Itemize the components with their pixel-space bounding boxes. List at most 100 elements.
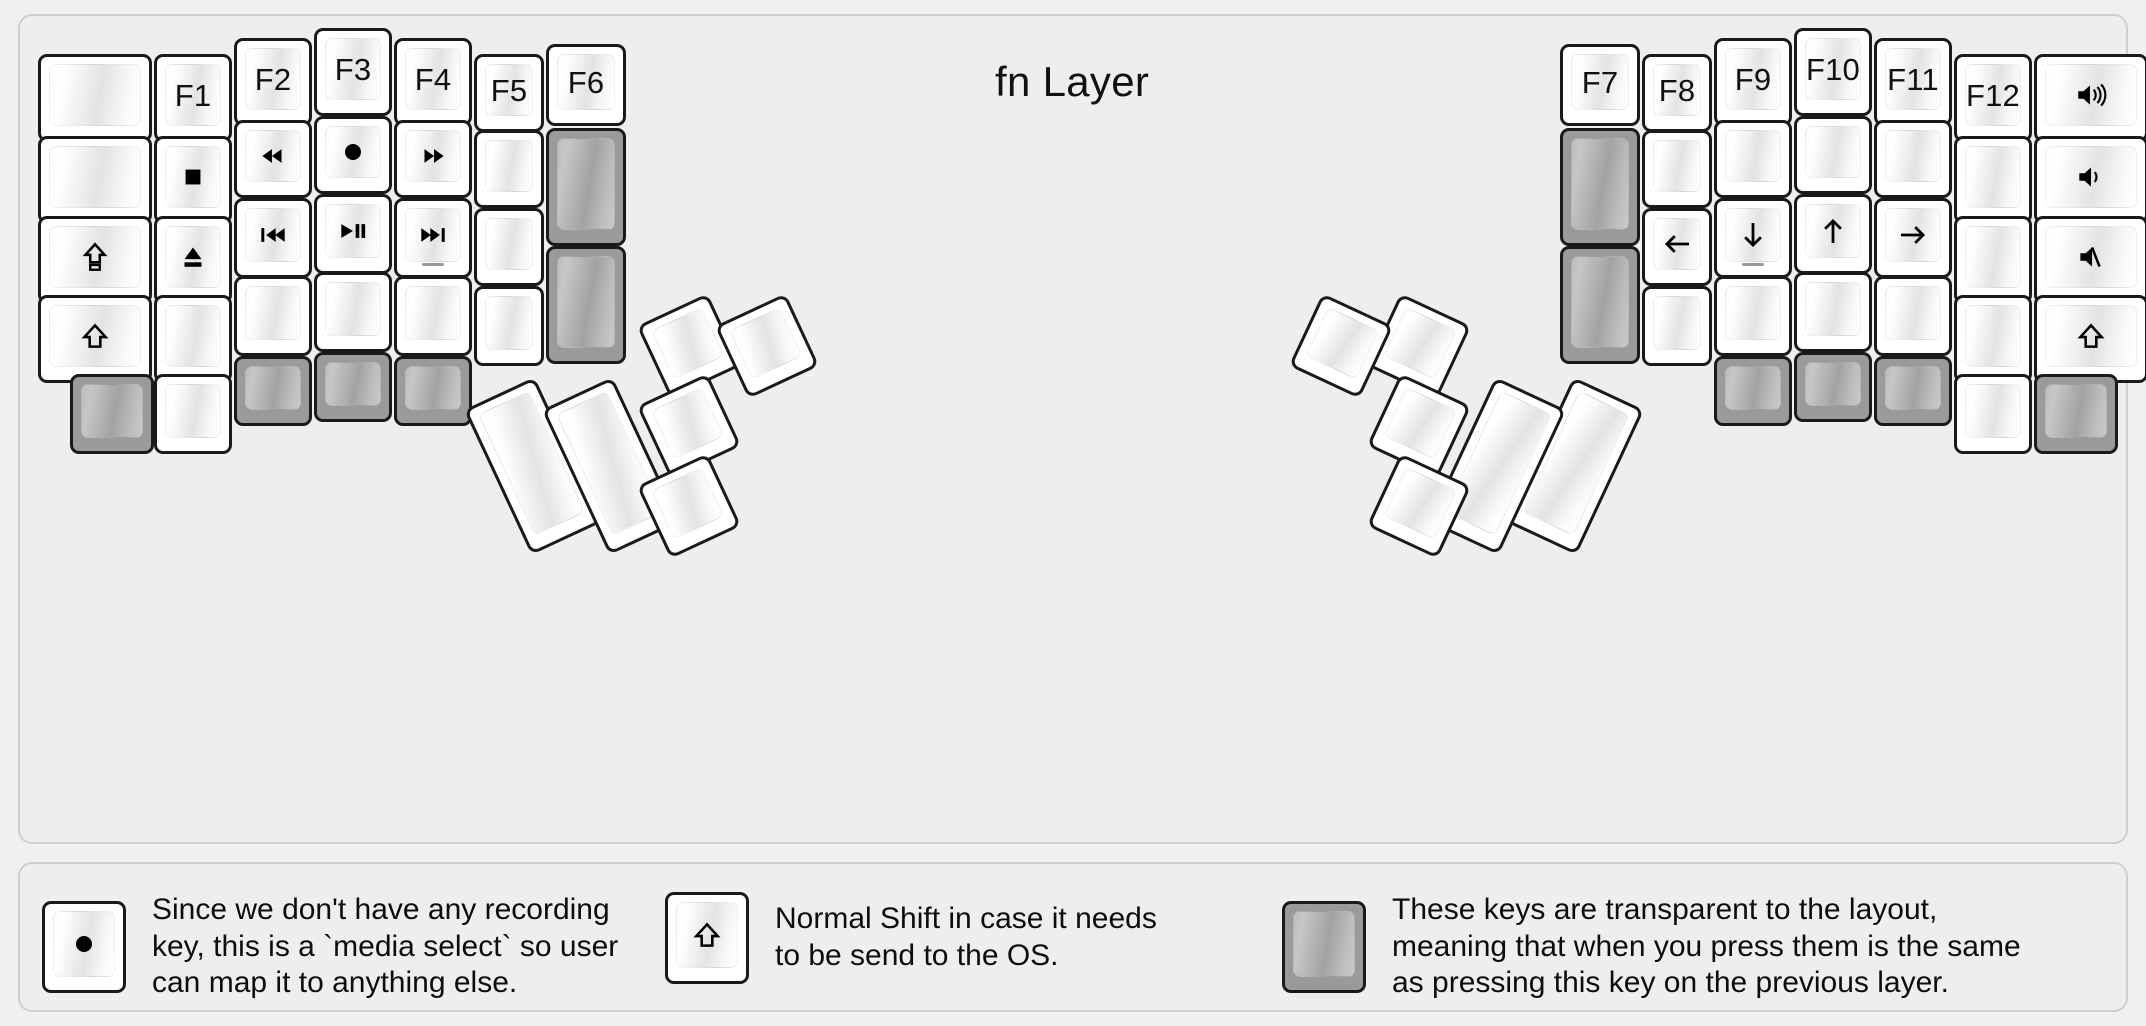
arrow-right-icon (1896, 218, 1930, 252)
keycap[interactable] (1642, 208, 1712, 286)
keycap[interactable] (154, 374, 232, 454)
legend-key-sample (1282, 900, 1366, 993)
keycap[interactable] (2034, 216, 2146, 304)
transparent-key[interactable] (546, 246, 626, 364)
transparent-key[interactable] (1714, 356, 1792, 426)
keycap-face (49, 146, 141, 208)
keycap[interactable]: F10 (1794, 28, 1872, 116)
keycap-face (405, 366, 461, 410)
transparent-key[interactable] (394, 356, 472, 426)
keycap[interactable] (2034, 136, 2146, 224)
keycap[interactable]: F9 (1714, 38, 1792, 126)
transparent-key[interactable] (234, 356, 312, 426)
transparent-key[interactable] (70, 374, 154, 454)
keycap[interactable] (1874, 198, 1952, 278)
keycap-face (53, 910, 115, 977)
keycap[interactable] (234, 198, 312, 278)
keycap[interactable]: F7 (1560, 44, 1640, 126)
keycap[interactable] (38, 136, 152, 224)
keycap-face (165, 226, 221, 288)
keycap[interactable]: F6 (546, 44, 626, 126)
transparent-key[interactable] (546, 128, 626, 246)
keycap[interactable]: F2 (234, 38, 312, 126)
keycap[interactable] (1642, 286, 1712, 366)
keycap[interactable] (1954, 374, 2032, 454)
keycap[interactable] (394, 276, 472, 356)
transparent-key[interactable] (1874, 356, 1952, 426)
keycap-face (2045, 305, 2137, 367)
keycap-label: F11 (1887, 61, 1939, 97)
transparent-key[interactable] (2034, 374, 2118, 454)
legend-panel: Since we don't have any recording key, t… (18, 862, 2128, 1012)
keycap-face: F12 (1965, 64, 2021, 126)
home-row-indicator (422, 263, 444, 266)
keycap[interactable] (1874, 276, 1952, 356)
transparent-key[interactable] (1560, 128, 1640, 246)
keycap[interactable] (1794, 116, 1872, 194)
keycap[interactable]: F4 (394, 38, 472, 126)
keycap[interactable] (1954, 295, 2032, 383)
keycap[interactable]: F12 (1954, 54, 2032, 142)
keycap[interactable] (154, 216, 232, 304)
keycap[interactable] (154, 136, 232, 224)
keycap[interactable] (1874, 120, 1952, 198)
keycap[interactable]: F5 (474, 54, 544, 132)
keycap[interactable] (474, 130, 544, 208)
transparent-key[interactable] (314, 352, 392, 422)
keycap[interactable] (234, 276, 312, 356)
keycap[interactable] (1288, 293, 1394, 399)
keycap-label: F5 (490, 72, 528, 108)
keycap-face (1571, 256, 1629, 348)
keycap-face (245, 208, 301, 262)
keycap[interactable] (1642, 130, 1712, 208)
keycap[interactable] (1954, 216, 2032, 304)
transparent-key[interactable] (1560, 246, 1640, 364)
keycap[interactable]: F3 (314, 28, 392, 116)
keycap[interactable] (1714, 276, 1792, 356)
keycap[interactable] (234, 120, 312, 198)
keycap[interactable] (1714, 120, 1792, 198)
keycap-face: F7 (1571, 54, 1629, 110)
media-playpause-icon (336, 214, 370, 248)
keycap[interactable] (38, 216, 152, 304)
keycap[interactable] (154, 295, 232, 383)
keycap[interactable] (1794, 272, 1872, 352)
keycap[interactable] (314, 194, 392, 274)
keycap[interactable] (714, 293, 820, 399)
keycap[interactable] (1714, 198, 1792, 278)
keycap[interactable]: F1 (154, 54, 232, 142)
keycap[interactable] (1794, 194, 1872, 274)
volume-down-icon (2074, 160, 2108, 194)
keycap-face (485, 296, 533, 350)
keycap-face (1383, 306, 1458, 380)
keycap[interactable] (394, 198, 472, 278)
keycap-face (1725, 130, 1781, 182)
keycap[interactable] (474, 286, 544, 366)
keycap[interactable] (1954, 136, 2032, 224)
keycap-face (1653, 218, 1701, 270)
legend-description: Since we don't have any recording key, t… (152, 893, 619, 1000)
keycap[interactable] (2034, 54, 2146, 142)
volume-mute-icon (2074, 240, 2108, 274)
keycap-face (245, 130, 301, 182)
keycap[interactable]: F8 (1642, 54, 1712, 132)
keycap[interactable]: F11 (1874, 38, 1952, 126)
keycap[interactable] (394, 120, 472, 198)
legend-media-select: Since we don't have any recording key, t… (42, 892, 618, 1002)
transparent-key[interactable] (1794, 352, 1872, 422)
keycap[interactable] (314, 116, 392, 194)
keycap-label: F1 (174, 77, 212, 113)
keycap-face (325, 126, 381, 178)
keycap-face (1571, 138, 1629, 230)
keycap[interactable] (474, 208, 544, 286)
media-eject-icon (176, 240, 210, 274)
keycap-face (49, 64, 141, 126)
media-record-icon (336, 135, 370, 169)
keycap[interactable] (38, 295, 152, 383)
keycap-face (245, 366, 301, 410)
keycap-label: F10 (1805, 51, 1861, 87)
keycap[interactable] (38, 54, 152, 142)
keycap[interactable] (2034, 295, 2146, 383)
keycap[interactable] (314, 272, 392, 352)
keycap-face (557, 256, 615, 348)
